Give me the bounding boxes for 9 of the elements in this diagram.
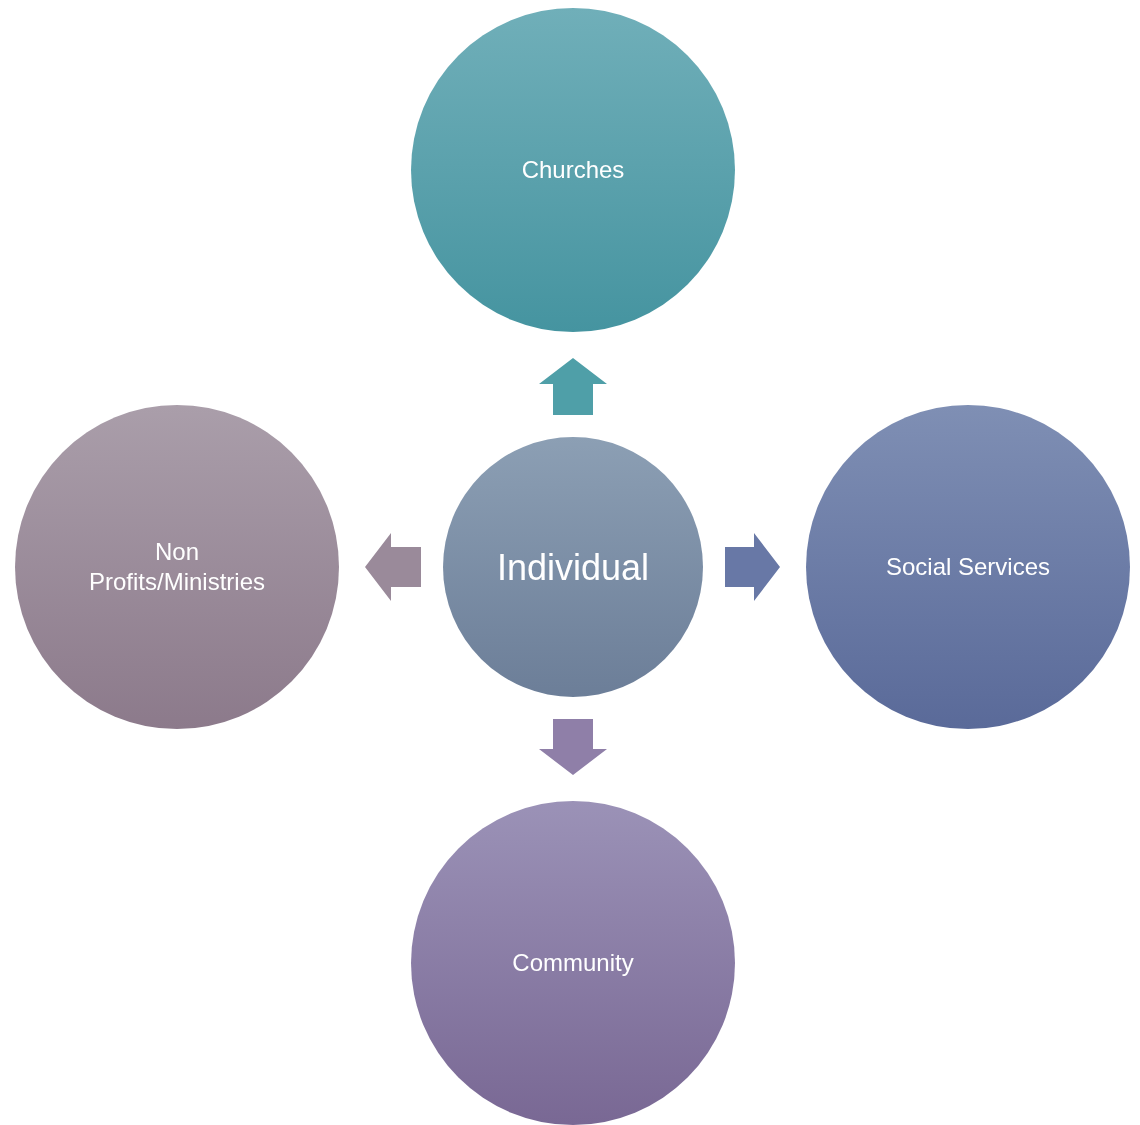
node-label: Churches bbox=[520, 155, 626, 185]
node-label: Non Profits/Ministries bbox=[88, 537, 266, 597]
node-label: Individual bbox=[495, 545, 651, 590]
node-label: Community bbox=[511, 948, 635, 978]
block-arrow bbox=[539, 358, 607, 415]
node-label: Social Services bbox=[884, 552, 1052, 582]
block-arrow bbox=[725, 533, 780, 601]
block-arrow bbox=[365, 533, 421, 601]
block-arrow bbox=[539, 719, 607, 775]
